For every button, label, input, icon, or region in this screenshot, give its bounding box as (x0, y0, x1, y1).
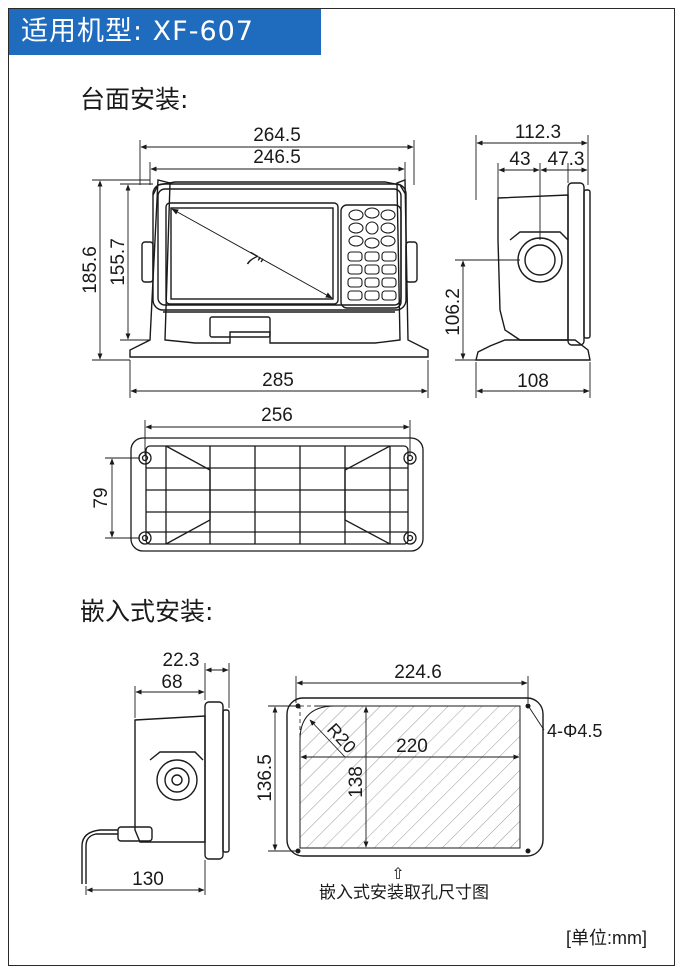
side-dimension-lines (455, 135, 591, 398)
label-side-offset-a: 43 (509, 149, 530, 170)
label-screen-diagonal: 7" (242, 248, 266, 274)
bracket-bottom-view (130, 437, 424, 552)
front-view (129, 178, 429, 358)
label-front-height-body: 155.7 (108, 238, 129, 286)
section-title-flush-mount: 嵌入式安装: (80, 597, 214, 626)
section-title-desk-mount: 台面安装: (80, 85, 189, 114)
label-front-height-total: 185.6 (80, 246, 101, 294)
label-cutout-holes: 4-Φ4.5 (547, 721, 602, 741)
page-frame (8, 8, 675, 966)
label-flush-cable: 130 (132, 869, 164, 890)
label-front-width-inner: 246.5 (253, 147, 301, 168)
label-cutout-outer-width: 224.6 (394, 662, 442, 683)
label-flush-depth-front: 22.3 (163, 650, 200, 671)
label-side-depth-total: 112.3 (515, 122, 561, 143)
units-label: [单位:mm] (566, 928, 647, 948)
label-cutout-inner-width: 220 (396, 736, 428, 757)
bracket-dimension-lines (105, 420, 411, 539)
label-flush-depth-a: 68 (161, 672, 182, 693)
flush-side-view (81, 701, 230, 884)
cutout-dimension-lines (268, 676, 545, 852)
front-dimension-lines (92, 140, 429, 398)
cutout-arrow-icon: ⇧ (391, 866, 404, 883)
side-view (475, 182, 591, 361)
flush-side-dimension-lines (85, 663, 230, 895)
label-cutout-inner-height: 138 (346, 766, 367, 798)
label-side-pivot-height: 106.2 (443, 288, 464, 336)
label-base-width: 285 (262, 370, 294, 391)
label-side-base-depth: 108 (517, 371, 549, 392)
label-bracket-hole-h: 79 (91, 487, 112, 508)
cutout-caption: 嵌入式安装取孔尺寸图 (319, 883, 489, 903)
label-bracket-hole-w: 256 (261, 405, 293, 426)
label-front-width-outer: 264.5 (253, 125, 301, 146)
screen-diagonal-line (171, 208, 333, 299)
model-title: 适用机型: XF-607 (9, 9, 321, 55)
cutout-view (286, 697, 544, 857)
keypad-keys (347, 207, 397, 301)
label-side-offset-b: 47.3 (548, 149, 585, 170)
label-cutout-outer-height: 136.5 (255, 754, 276, 802)
